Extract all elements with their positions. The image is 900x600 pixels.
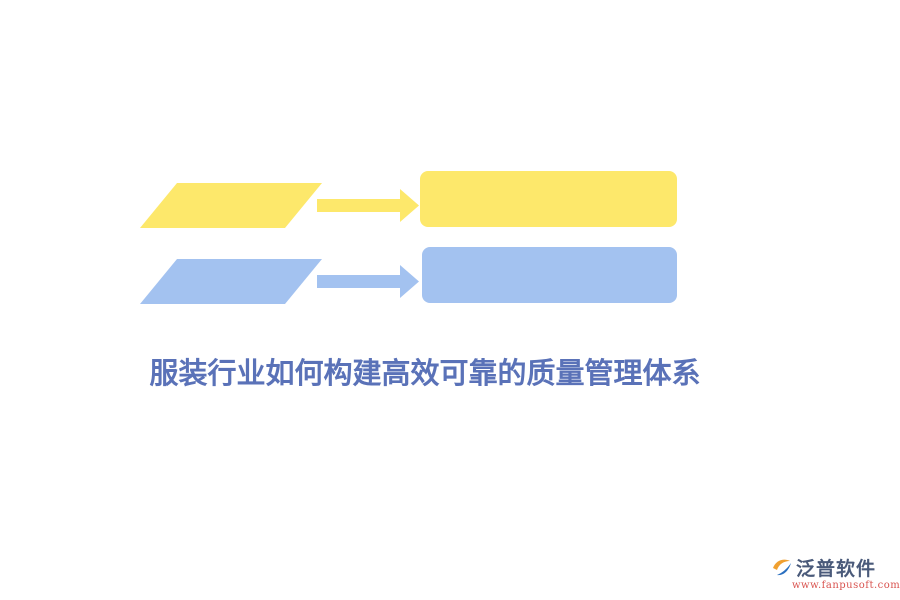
arrow-row-1 (317, 189, 419, 222)
brand-name: 泛普软件 (796, 558, 877, 580)
parallelogram-row-1 (140, 183, 322, 228)
diagram-title: 服装行业如何构建高效可靠的质量管理体系 (149, 356, 701, 390)
brand-logo[interactable]: 泛普软件 www.fanpusoft.com (770, 553, 900, 593)
box-row-1 (420, 171, 677, 227)
arrow-row-2 (317, 265, 419, 298)
box-row-2 (422, 247, 677, 303)
parallelogram-row-2 (140, 259, 322, 304)
brand-url: www.fanpusoft.com (792, 580, 900, 591)
brand-mark-icon (773, 559, 791, 576)
